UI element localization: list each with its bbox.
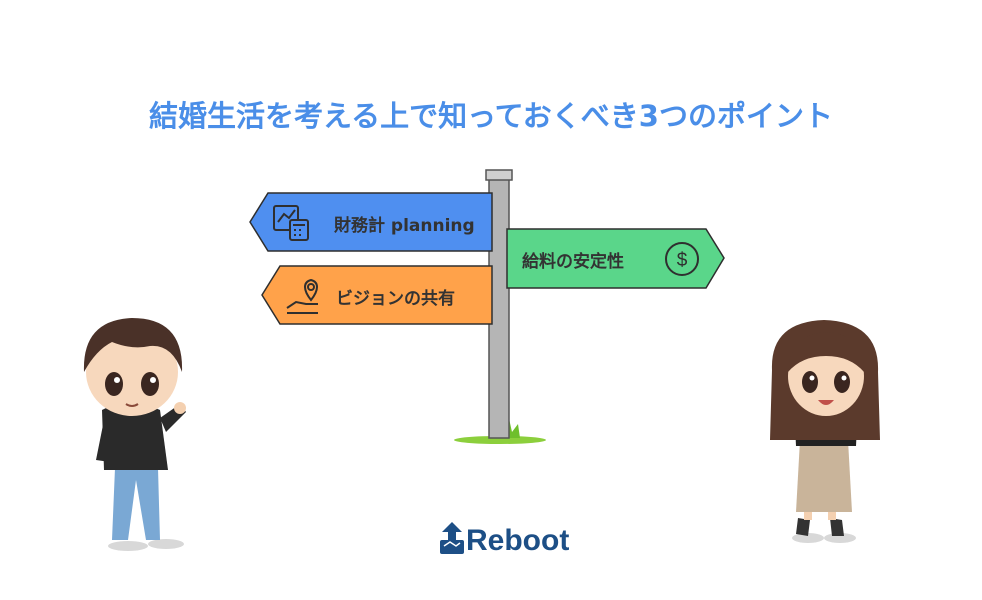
location-hand-icon <box>286 278 318 314</box>
chart-calculator-icon <box>273 205 309 241</box>
dollar-coin-icon: $ <box>665 242 699 276</box>
page-title: 結婚生活を考える上で知っておくべき3つのポイント <box>149 99 833 133</box>
sign-label-shared-vision: ビジョンの共有 <box>336 289 455 309</box>
sign-label-salary-stability: 給料の安定性 <box>522 252 624 272</box>
reboot-logo-mark <box>440 522 464 554</box>
signpost-pole <box>485 169 513 439</box>
boy-illustration <box>83 318 186 551</box>
sign-salary-stability: $ <box>506 228 725 289</box>
reboot-logo-text: Reboot <box>466 524 570 557</box>
sign-financial-planning <box>249 192 493 252</box>
svg-text:$: $ <box>677 250 688 271</box>
sign-shared-vision <box>261 265 493 325</box>
girl-illustration <box>770 320 880 543</box>
sign-label-financial-planning: 財務計 planning <box>334 216 475 236</box>
